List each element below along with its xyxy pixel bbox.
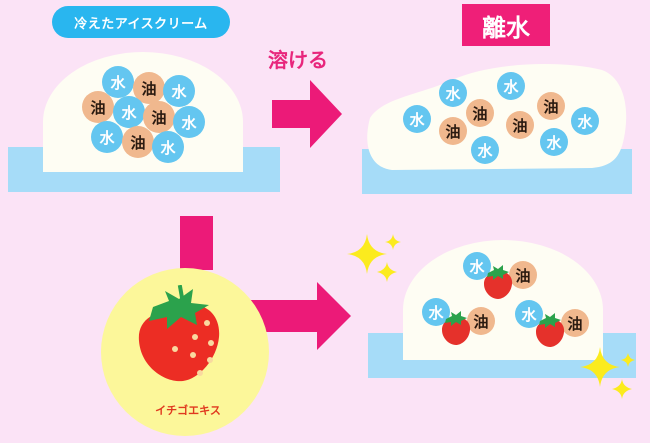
water-molecule: 水 (515, 300, 543, 328)
oil-molecule: 油 (467, 307, 495, 335)
water-molecule: 水 (540, 128, 568, 156)
oil-molecule: 油 (122, 126, 154, 158)
oil-molecule: 油 (509, 261, 537, 289)
strawberry-extract-label: イチゴエキス (155, 404, 221, 417)
oil-molecule: 油 (537, 92, 565, 120)
arrow-right-icon (272, 80, 342, 148)
water-molecule: 水 (403, 105, 431, 133)
oil-molecule: 油 (506, 111, 534, 139)
oil-molecule: 油 (439, 117, 467, 145)
oil-molecule: 油 (133, 72, 165, 104)
connector-vertical (180, 216, 213, 270)
sparkle-icon (580, 347, 635, 399)
water-molecule: 水 (422, 298, 450, 326)
water-molecule: 水 (471, 136, 499, 164)
water-molecule: 水 (102, 66, 134, 98)
water-molecule: 水 (163, 75, 195, 107)
water-molecule: 水 (152, 131, 184, 163)
oil-molecule: 油 (143, 101, 175, 133)
melts-label: 溶ける (268, 48, 328, 72)
water-molecule: 水 (497, 72, 525, 100)
strawberry-icon (442, 311, 471, 345)
arrow-right-icon (245, 282, 351, 350)
strawberry-icon (484, 265, 513, 299)
oil-molecule: 油 (561, 309, 589, 337)
oil-molecule: 油 (82, 91, 114, 123)
oil-molecule: 油 (466, 99, 494, 127)
water-molecule: 水 (113, 96, 145, 128)
strawberry-icon (536, 313, 565, 347)
syneresis-badge: 離水 (462, 4, 550, 46)
sparkle-icon (347, 234, 401, 282)
cold-ice-cream-label: 冷えたアイスクリーム (52, 6, 230, 38)
water-molecule: 水 (571, 107, 599, 135)
water-molecule: 水 (439, 79, 467, 107)
strawberry-icon (138, 285, 220, 382)
water-molecule: 水 (173, 106, 205, 138)
water-molecule: 水 (91, 121, 123, 153)
water-molecule: 水 (463, 252, 491, 280)
